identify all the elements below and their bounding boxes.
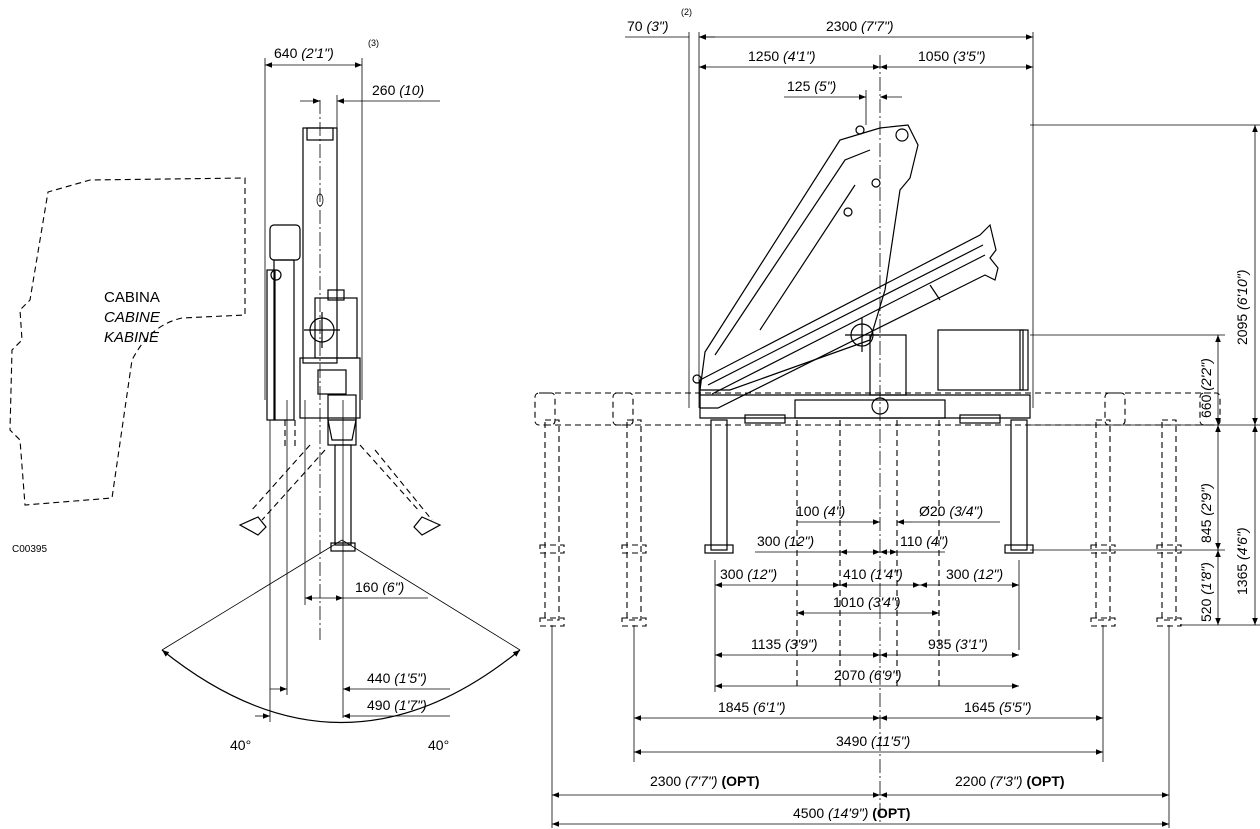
svg-text:2200 (7'3") (OPT): 2200 (7'3") (OPT) <box>955 773 1065 789</box>
dim-w640: 640 (2'1") (3) <box>274 38 379 61</box>
dim-d300c: 300 (12") <box>946 566 1003 582</box>
dim-w260: 260 (10) <box>372 82 424 98</box>
dim-d660: 660 (2'2") <box>1198 358 1214 418</box>
svg-text:2095 (6'10"): 2095 (6'10") <box>1234 270 1250 345</box>
dim-d410: 410 (1'4") <box>843 566 903 582</box>
dim-d300b: 300 (12") <box>720 566 777 582</box>
dim-w440: 440 (1'5") <box>367 670 427 686</box>
dim-d300a: 300 (12") <box>757 533 814 549</box>
dim-d2070: 2070 (6'9") <box>834 667 902 683</box>
svg-text:1845 (6'1"): 1845 (6'1") <box>718 699 786 715</box>
dim-d1365: 1365 (4'6") <box>1234 527 1250 595</box>
svg-text:100 (4"): 100 (4") <box>796 503 845 519</box>
svg-text:(2): (2) <box>681 7 692 17</box>
dim-d520: 520 (1'8") <box>1198 562 1214 622</box>
angle-right: 40° <box>428 737 449 753</box>
dim-d1135: 1135 (3'9") <box>751 636 818 652</box>
svg-text:3490 (11'5"): 3490 (11'5") <box>836 733 910 749</box>
svg-text:300 (12"): 300 (12") <box>946 566 1003 582</box>
svg-text:CABINA: CABINA <box>104 289 160 306</box>
stabiliser-legs <box>539 419 1182 690</box>
cab-label: CABINA CABINE KABINE <box>104 289 161 346</box>
drawing-code: C00395 <box>12 544 47 555</box>
svg-text:660 (2'2"): 660 (2'2") <box>1198 358 1214 418</box>
dim-d100: 100 (4") <box>796 503 845 519</box>
svg-text:1365 (4'6"): 1365 (4'6") <box>1234 527 1250 595</box>
svg-text:160 (6"): 160 (6") <box>355 579 404 595</box>
svg-text:110 (4"): 110 (4") <box>900 533 948 549</box>
crane-boom <box>692 124 1031 424</box>
dim-d2095: 2095 (6'10") <box>1234 270 1250 345</box>
svg-text:410 (1'4"): 410 (1'4") <box>843 566 903 582</box>
front-view: 70 (3") (2) 2300 (7'7") 1250 (4'1") 1050… <box>534 7 1260 828</box>
svg-text:300 (12"): 300 (12") <box>720 566 777 582</box>
dim-d845: 845 (2'9") <box>1198 483 1214 543</box>
svg-text:1135 (3'9"): 1135 (3'9") <box>751 636 818 652</box>
svg-text:260 (10): 260 (10) <box>372 82 424 98</box>
svg-text:440 (1'5"): 440 (1'5") <box>367 670 427 686</box>
dim-dphi20: Ø20 (3/4") <box>919 503 983 519</box>
dim-d70: 70 (3") (2) <box>627 7 692 34</box>
dim-d1845: 1845 (6'1") <box>718 699 786 715</box>
svg-text:4500 (14'9") (OPT): 4500 (14'9") (OPT) <box>793 805 910 821</box>
svg-text:CABINE: CABINE <box>104 309 161 326</box>
dim-d110: 110 (4") <box>900 533 948 549</box>
svg-text:300 (12"): 300 (12") <box>757 533 814 549</box>
dim-d2200opt: 2200 (7'3") (OPT) <box>955 773 1065 789</box>
svg-text:490 (1'7"): 490 (1'7") <box>367 697 427 713</box>
dim-d1645: 1645 (5'5") <box>964 699 1032 715</box>
dim-d3490: 3490 (11'5") <box>836 733 910 749</box>
side-view: CABINA CABINE KABINE C00395 <box>9 38 521 753</box>
angle-left: 40° <box>230 737 251 753</box>
svg-text:1250 (4'1"): 1250 (4'1") <box>748 48 816 64</box>
svg-text:2070 (6'9"): 2070 (6'9") <box>834 667 902 683</box>
dim-d935: 935 (3'1") <box>928 636 988 652</box>
dim-d125: 125 (5") <box>787 78 836 94</box>
svg-text:1010 (3'4"): 1010 (3'4") <box>833 594 901 610</box>
svg-text:70 (3"): 70 (3") <box>627 18 669 34</box>
svg-text:1050 (3'5"): 1050 (3'5") <box>918 48 986 64</box>
dim-d1010: 1010 (3'4") <box>833 594 901 610</box>
dim-w490: 490 (1'7") <box>367 697 427 713</box>
dim-d1050: 1050 (3'5") <box>918 48 986 64</box>
svg-text:2300 (7'7") (OPT): 2300 (7'7") (OPT) <box>650 773 760 789</box>
dim-d4500opt: 4500 (14'9") (OPT) <box>793 805 910 821</box>
dim-d1250: 1250 (4'1") <box>748 48 816 64</box>
svg-text:640 (2'1"): 640 (2'1") <box>274 45 334 61</box>
svg-text:125 (5"): 125 (5") <box>787 78 836 94</box>
dim-d2300opt: 2300 (7'7") (OPT) <box>650 773 760 789</box>
svg-text:Ø20 (3/4"): Ø20 (3/4") <box>919 503 983 519</box>
svg-text:520 (1'8"): 520 (1'8") <box>1198 562 1214 622</box>
dim-d2300top: 2300 (7'7") <box>826 18 894 34</box>
dim-w160: 160 (6") <box>355 579 404 595</box>
svg-text:KABINE: KABINE <box>104 329 160 346</box>
svg-text:2300 (7'7"): 2300 (7'7") <box>826 18 894 34</box>
svg-text:935 (3'1"): 935 (3'1") <box>928 636 988 652</box>
svg-text:1645 (5'5"): 1645 (5'5") <box>964 699 1032 715</box>
svg-text:845 (2'9"): 845 (2'9") <box>1198 483 1214 543</box>
svg-text:(3): (3) <box>368 38 379 48</box>
